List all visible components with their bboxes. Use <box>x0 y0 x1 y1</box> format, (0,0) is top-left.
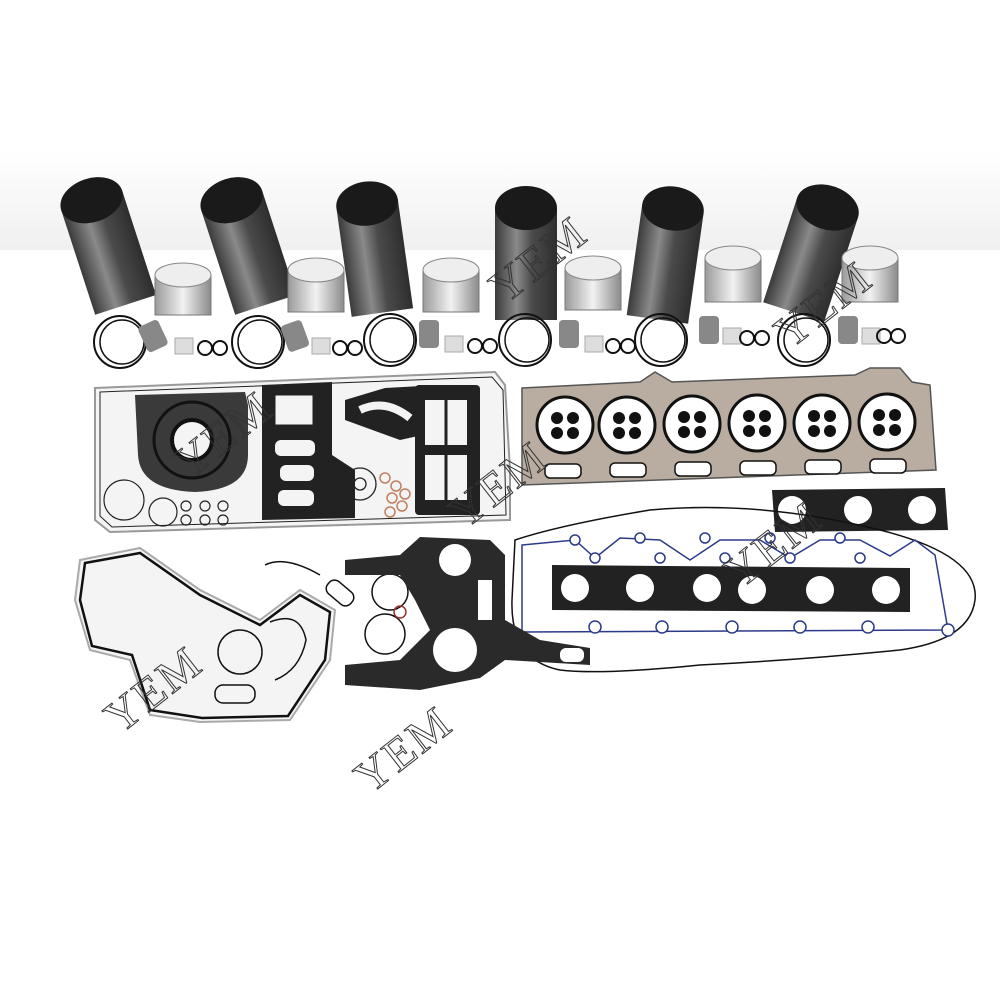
liner-set-6 <box>763 184 906 367</box>
cylinder-head-gasket <box>521 367 937 486</box>
front-cover-o-rings <box>364 573 409 655</box>
oil-cooler-gasket-3 <box>415 385 480 515</box>
liner-set-4 <box>495 186 636 367</box>
watermark: YEM <box>345 696 462 803</box>
liner-set-2 <box>200 177 363 369</box>
exhaust-gasket-6port <box>552 565 910 612</box>
small-o-rings <box>103 479 229 527</box>
valve-cover-gasket <box>511 506 976 673</box>
timing-cover-gasket <box>73 546 355 724</box>
filter-seal <box>343 467 377 501</box>
copper-washers <box>379 472 411 518</box>
oil-cooler-gasket-1 <box>262 382 355 520</box>
liner-piston-row <box>60 177 906 369</box>
liner-set-5 <box>626 186 770 367</box>
rear-crank-seal <box>135 392 248 492</box>
liner-set-1 <box>60 177 228 369</box>
front-cover-gasket <box>345 537 590 690</box>
exhaust-gasket-3port <box>772 488 948 532</box>
liner-set-3 <box>336 181 498 367</box>
